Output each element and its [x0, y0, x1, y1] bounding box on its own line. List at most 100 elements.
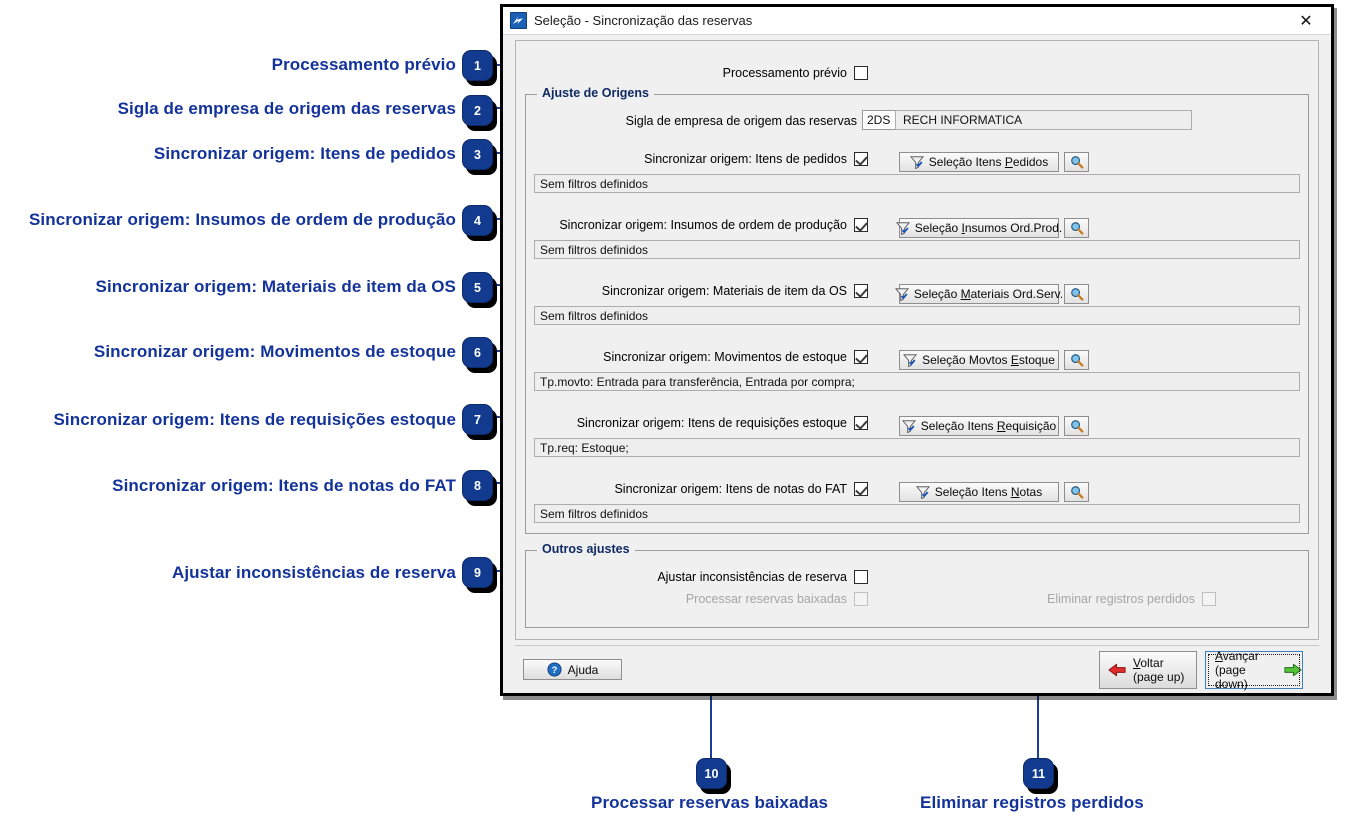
processamento-previo-row[interactable]: Processamento prévio — [516, 66, 868, 80]
processamento-previo-checkbox[interactable] — [854, 66, 868, 80]
voltar-label: Voltar — [1133, 656, 1164, 670]
voltar-button[interactable]: Voltar (page up) — [1099, 651, 1197, 689]
app-arrow-icon — [510, 12, 527, 29]
selecao-movtos-estoque-button[interactable]: Seleção Movtos Estoque — [899, 350, 1059, 370]
svg-text:?: ? — [551, 665, 557, 675]
sync-pedidos-label: Sincronizar origem: Itens de pedidos — [644, 152, 847, 166]
sync-movimentos-row[interactable]: Sincronizar origem: Movimentos de estoqu… — [516, 350, 868, 364]
sync-insumos-row[interactable]: Sincronizar origem: Insumos de ordem de … — [516, 218, 868, 232]
sync-notas-row[interactable]: Sincronizar origem: Itens de notas do FA… — [516, 482, 868, 496]
callout-label-9: Ajustar inconsistências de reserva — [171, 563, 456, 582]
callout-badge-4: 4 — [462, 205, 493, 236]
processar-reservas-checkbox — [854, 592, 868, 606]
callout-badge-8: 8 — [462, 470, 493, 501]
sync-notas-label: Sincronizar origem: Itens de notas do FA… — [614, 482, 847, 496]
sync-movimentos-checkbox[interactable] — [854, 350, 868, 364]
funnel-icon — [903, 353, 918, 367]
sync-requisicoes-label: Sincronizar origem: Itens de requisições… — [576, 416, 847, 430]
eliminar-registros-label: Eliminar registros perdidos — [1047, 592, 1195, 606]
filtro-requisicoes-readonly: Tp.req: Estoque; — [534, 438, 1300, 457]
sync-pedidos-row[interactable]: Sincronizar origem: Itens de pedidos — [516, 152, 868, 166]
search-icon — [1070, 486, 1083, 499]
ajustar-inconsistencias-label: Ajustar inconsistências de reserva — [657, 570, 847, 584]
zoom-notas-button[interactable] — [1064, 482, 1089, 502]
sync-notas-checkbox[interactable] — [854, 482, 868, 496]
selecao-itens-notas-button[interactable]: Seleção Itens Notas — [899, 482, 1059, 502]
selecao-itens-requisicao-button[interactable]: Seleção Itens Requisição — [899, 416, 1059, 436]
outros-ajustes-fieldset: Outros ajustes — [525, 542, 1309, 628]
zoom-insumos-button[interactable] — [1064, 218, 1089, 238]
zoom-pedidos-button[interactable] — [1064, 152, 1089, 172]
selecao-materiais-ordserv-button[interactable]: Seleção Materiais Ord.Serv. — [894, 284, 1063, 304]
ajuste-origens-legend: Ajuste de Origens — [537, 86, 654, 100]
title-bar: Seleção - Sincronização das reservas ✕ — [503, 7, 1331, 35]
callout-label-10: Processar reservas baixadas — [591, 793, 829, 812]
callout-badge-7: 7 — [462, 404, 493, 435]
search-icon — [1070, 354, 1083, 367]
search-icon — [1070, 222, 1083, 235]
sync-insumos-label: Sincronizar origem: Insumos de ordem de … — [559, 218, 847, 232]
selecao-insumos-ordprod-button[interactable]: Seleção Insumos Ord.Prod. — [895, 218, 1063, 238]
window-title: Seleção - Sincronização das reservas — [534, 13, 753, 28]
sigla-name-readonly: RECH INFORMATICA — [895, 110, 1192, 130]
avancar-text: Avançar (page down) — [1215, 649, 1278, 691]
callout-label-1: Processamento prévio — [271, 55, 456, 74]
sync-insumos-checkbox[interactable] — [854, 218, 868, 232]
close-icon[interactable]: ✕ — [1299, 12, 1313, 30]
funnel-icon — [894, 287, 909, 301]
filtro-notas-readonly: Sem filtros definidos — [534, 504, 1300, 523]
arrow-left-icon — [1108, 663, 1126, 677]
filtro-pedidos-readonly: Sem filtros definidos — [534, 174, 1300, 193]
ajustar-inconsistencias-row[interactable]: Ajustar inconsistências de reserva — [516, 570, 868, 584]
funnel-icon — [895, 221, 910, 235]
processamento-previo-label: Processamento prévio — [722, 66, 847, 80]
selecao-materiais-ordserv-label: Seleção Materiais Ord.Serv. — [913, 287, 1064, 301]
filtro-insumos-readonly: Sem filtros definidos — [534, 240, 1300, 259]
search-icon — [1070, 420, 1083, 433]
sigla-label: Sigla de empresa de origem das reservas — [625, 114, 857, 128]
callout-badge-6: 6 — [462, 337, 493, 368]
avancar-sublabel: (page down) — [1215, 663, 1248, 691]
search-icon — [1070, 156, 1083, 169]
callout-badge-3: 3 — [462, 139, 493, 170]
ajuda-button[interactable]: ? Ajuda — [523, 659, 622, 680]
ajuda-label: Ajuda — [567, 662, 599, 677]
sync-materiais-checkbox[interactable] — [854, 284, 868, 298]
eliminar-registros-checkbox — [1202, 592, 1216, 606]
content-panel: Processamento prévio Ajuste de Origens S… — [515, 40, 1319, 640]
callout-badge-1: 1 — [462, 50, 493, 81]
ajuste-origens-fieldset: Ajuste de Origens — [525, 86, 1309, 534]
search-icon — [1070, 288, 1083, 301]
callout-badge-9: 9 — [462, 557, 493, 588]
sigla-field-group[interactable]: 2DS RECH INFORMATICA — [862, 110, 1192, 130]
outros-ajustes-legend: Outros ajustes — [537, 542, 635, 556]
zoom-requisicoes-button[interactable] — [1064, 416, 1089, 436]
funnel-icon — [915, 485, 930, 499]
selecao-itens-pedidos-button[interactable]: Seleção Itens Pedidos — [899, 152, 1059, 172]
selecao-insumos-ordprod-label: Seleção Insumos Ord.Prod. — [914, 221, 1063, 235]
callout-badge-2: 2 — [462, 95, 493, 126]
dialog-footer: ? Ajuda Voltar (page up) Avançar (page d… — [515, 645, 1319, 708]
sync-requisicoes-checkbox[interactable] — [854, 416, 868, 430]
callout-label-6: Sincronizar origem: Movimentos de estoqu… — [93, 342, 456, 361]
callout-label-4: Sincronizar origem: Insumos de ordem de … — [28, 210, 456, 229]
selecao-itens-pedidos-label: Seleção Itens Pedidos — [928, 155, 1049, 169]
zoom-materiais-button[interactable] — [1064, 284, 1089, 304]
sigla-label-row: Sigla de empresa de origem das reservas — [516, 114, 857, 128]
avancar-label: Avançar — [1215, 649, 1259, 663]
zoom-movimentos-button[interactable] — [1064, 350, 1089, 370]
eliminar-registros-row: Eliminar registros perdidos — [1036, 592, 1216, 606]
voltar-sublabel: (page up) — [1133, 670, 1185, 684]
voltar-text: Voltar (page up) — [1133, 656, 1184, 684]
selecao-itens-notas-label: Seleção Itens Notas — [934, 485, 1043, 499]
sigla-code-input[interactable]: 2DS — [862, 110, 895, 130]
callout-badge-10: 10 — [696, 758, 727, 789]
avancar-button[interactable]: Avançar (page down) — [1205, 649, 1303, 691]
dialog-window: Seleção - Sincronização das reservas ✕ P… — [500, 4, 1334, 696]
dialog-body: Processamento prévio Ajuste de Origens S… — [506, 35, 1328, 691]
ajustar-inconsistencias-checkbox[interactable] — [854, 570, 868, 584]
sync-requisicoes-row[interactable]: Sincronizar origem: Itens de requisições… — [516, 416, 868, 430]
sync-pedidos-checkbox[interactable] — [854, 152, 868, 166]
callout-badge-11: 11 — [1023, 758, 1054, 789]
sync-materiais-row[interactable]: Sincronizar origem: Materiais de item da… — [516, 284, 868, 298]
